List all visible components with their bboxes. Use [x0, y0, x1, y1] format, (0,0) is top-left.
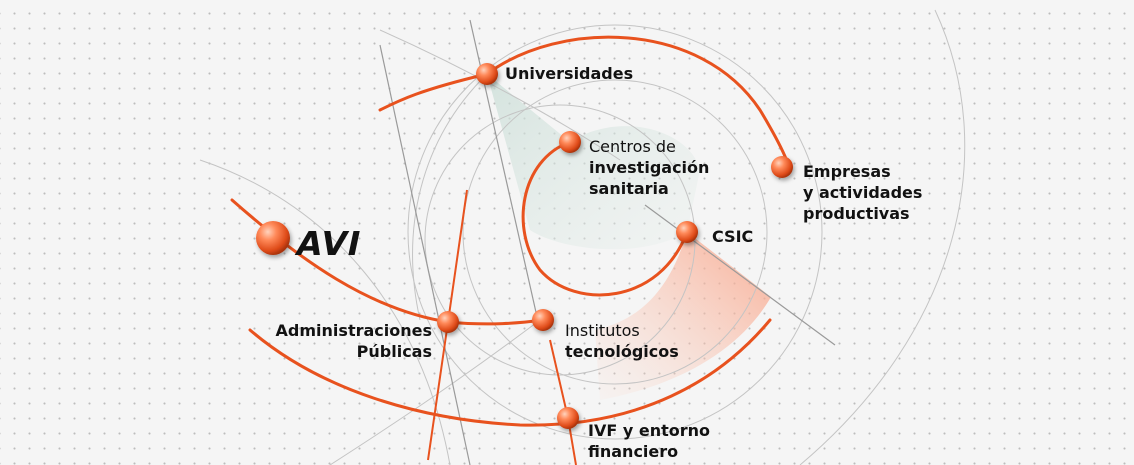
label-administraciones[interactable]: Administraciones Públicas — [270, 320, 432, 362]
node-ivf[interactable] — [557, 407, 579, 429]
avi-sphere-icon — [256, 221, 290, 255]
avi-to-administraciones-arc — [230, 198, 545, 326]
centros-sphere-icon — [559, 131, 581, 153]
institutos-line2: tecnológicos — [565, 342, 679, 361]
node-avi[interactable] — [256, 221, 290, 255]
empresas-line1: Empresas — [803, 162, 891, 181]
background-circles — [199, 9, 966, 465]
lower-outer-arc — [248, 318, 772, 427]
ivf-sphere-icon — [557, 407, 579, 429]
label-csic[interactable]: CSIC — [712, 226, 753, 247]
node-csic[interactable] — [676, 221, 698, 243]
empresas-sphere-icon — [771, 156, 793, 178]
universidades-sphere-icon — [476, 63, 498, 85]
green-shaded-sector — [487, 74, 700, 250]
node-universidades[interactable] — [476, 63, 498, 85]
institutos-line1: Institutos — [565, 321, 640, 340]
administraciones-line2: Públicas — [356, 342, 432, 361]
csic-text: CSIC — [712, 227, 754, 246]
orange-shaded-sector — [595, 232, 771, 400]
centros-line1: Centros de — [589, 137, 676, 156]
universidades-text: Universidades — [505, 64, 634, 83]
administraciones-line1: Administraciones — [275, 321, 432, 340]
centros-line2: investigación — [589, 158, 710, 177]
orange-spokes — [427, 189, 577, 465]
node-centros[interactable] — [559, 131, 581, 153]
empresas-line2: y actividades — [803, 183, 923, 202]
label-centros[interactable]: Centros de investigación sanitaria — [589, 136, 709, 199]
label-ivf[interactable]: IVF y entorno financiero — [588, 420, 710, 462]
empresas-line3: productivas — [803, 204, 910, 223]
universidades-to-avi-arc — [378, 72, 489, 112]
ivf-line1: IVF y entorno — [588, 421, 710, 440]
ivf-line2: financiero — [588, 442, 679, 461]
node-administraciones[interactable] — [437, 311, 459, 333]
centros-line3: sanitaria — [589, 179, 669, 198]
administraciones-sphere-icon — [437, 311, 459, 333]
node-empresas[interactable] — [771, 156, 793, 178]
inner-spiral-arc — [521, 140, 689, 297]
institutos-sphere-icon — [532, 309, 554, 331]
label-institutos[interactable]: Institutos tecnológicos — [565, 320, 679, 362]
node-institutos[interactable] — [532, 309, 554, 331]
csic-sphere-icon — [676, 221, 698, 243]
label-empresas[interactable]: Empresas y actividades productivas — [803, 161, 922, 224]
avi-logo[interactable]: AVI — [292, 224, 366, 263]
label-universidades[interactable]: Universidades — [505, 63, 633, 84]
